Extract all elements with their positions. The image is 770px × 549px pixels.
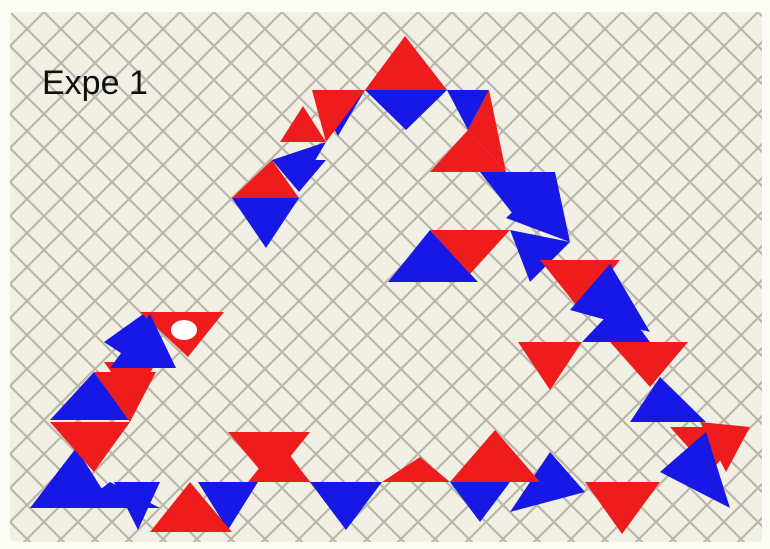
snake-eye-icon (171, 320, 197, 340)
experiment-label: Expe 1 (42, 66, 148, 100)
